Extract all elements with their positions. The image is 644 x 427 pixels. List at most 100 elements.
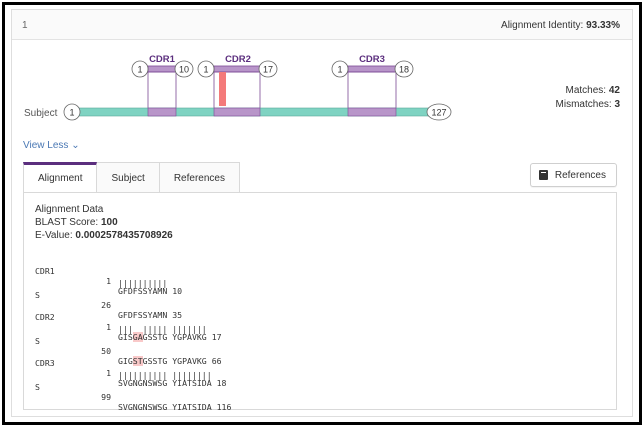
matches-value: 42	[608, 85, 620, 96]
cdr1-end: 10	[179, 65, 189, 75]
query-sequence: GFDFSSYAMN 10	[118, 286, 182, 296]
subject-line: S 26 GFDFSSYAMN 35	[35, 280, 182, 320]
matches-row: Matches: 42	[556, 84, 620, 98]
cdr1-end-bubble	[174, 60, 194, 78]
match-line: ||||||||||	[35, 268, 167, 288]
view-less-label: View Less	[23, 140, 69, 151]
query-end: 10	[172, 286, 183, 296]
cdr2-start-bubble	[197, 60, 215, 78]
blast-score-label: BLAST Score:	[35, 217, 99, 228]
match-markers: |||||||||| ||||||||	[118, 370, 212, 380]
match-markers: ||||||||||	[118, 278, 168, 288]
references-button[interactable]: References	[529, 163, 617, 187]
evalue-label: E-Value:	[35, 230, 73, 241]
subject-line: S 99 SVGNGNSWSG YIATSIDA 116	[35, 372, 231, 412]
tab-references[interactable]: References	[159, 162, 240, 193]
subject-seq-end: 66	[211, 356, 222, 366]
alignment-block-cdr3: CDR3 1 SVGNGNSWSG YIATSIDA 18 ||||||||||…	[35, 348, 231, 412]
cdr3-start-bubble	[331, 60, 349, 78]
tab-subject[interactable]: Subject	[97, 162, 160, 193]
subject-seq-start: 50	[101, 346, 111, 356]
cdr2-mismatch-marker	[219, 72, 226, 106]
subject-seq-start: 99	[101, 392, 111, 402]
cdr3-subject-segment	[347, 107, 397, 117]
references-button-label: References	[554, 169, 606, 181]
seq-pre: SVGNGNSWSG YIATSIDA	[118, 402, 212, 412]
chevron-down-icon: ⌄	[71, 140, 80, 151]
identity-label: Alignment Identity:	[501, 20, 584, 31]
mismatches-row: Mismatches: 3	[556, 98, 620, 112]
query-name: CDR1	[35, 266, 55, 276]
seq-post: GSSTG YGPAVKG	[142, 332, 207, 342]
seq-mismatch: ST	[132, 356, 143, 366]
alignment-block-cdr2: CDR2 1 GISGAGSSTG YGPAVKG 17 ||| ||||| |…	[35, 302, 222, 366]
alignment-meta: Alignment Data BLAST Score: 100 E-Value:…	[35, 203, 173, 242]
alignment-block-cdr1: CDR1 1 GFDFSSYAMN 10 |||||||||| S 26 GFD…	[35, 256, 182, 320]
evalue-value: 0.0002578435708926	[75, 230, 173, 241]
alignment-data-title: Alignment Data	[35, 204, 104, 215]
subject-name: S	[35, 382, 40, 392]
evalue-row: E-Value: 0.0002578435708926	[35, 229, 173, 242]
alignment-tabs: Alignment Subject References	[23, 162, 240, 193]
query-name: CDR2	[35, 312, 55, 322]
query-end: 18	[216, 378, 227, 388]
seq-pre: SVGNGNSWSG YIATSIDA	[118, 378, 212, 388]
subject-seq-end: 116	[216, 402, 232, 412]
query-line: CDR2 1 GISGAGSSTG YGPAVKG 17	[35, 302, 222, 342]
cdr2-end-bubble	[258, 60, 278, 78]
query-end: 17	[211, 332, 222, 342]
blast-score-row: BLAST Score: 100	[35, 216, 173, 229]
alignment-card: 1 Alignment Identity: 93.33% CDR1 1 10 C…	[11, 9, 633, 417]
query-name: CDR3	[35, 358, 55, 368]
subject-sequence: SVGNGNSWSG YIATSIDA 116	[118, 402, 231, 412]
cdr3-end: 18	[399, 65, 409, 75]
subject-end-bubble	[426, 103, 452, 121]
query-start: 1	[106, 368, 111, 378]
match-stats: Matches: 42 Mismatches: 3	[556, 84, 620, 112]
seq-mismatch: GA	[132, 332, 143, 342]
cdr3-top-bar	[347, 65, 397, 73]
sequence-alignments: CDR1 1 GFDFSSYAMN 10 |||||||||| S 26 GFD…	[35, 256, 231, 412]
seq-pre: GFDFSSYAMN	[118, 310, 168, 320]
cdr3-start: 1	[337, 65, 342, 75]
card-header: 1 Alignment Identity: 93.33%	[12, 10, 632, 40]
subject-start: 1	[69, 108, 74, 118]
subject-start-bubble	[63, 103, 81, 121]
identity-value: 93.33%	[586, 20, 620, 31]
query-start: 1	[106, 322, 111, 332]
cdr3-box	[347, 71, 397, 113]
subject-seq-end: 35	[172, 310, 183, 320]
cdr2-label: CDR2	[225, 54, 251, 65]
cdr3-group: CDR3 1 18	[331, 54, 414, 113]
view-less-link[interactable]: View Less ⌄	[23, 140, 80, 151]
mismatches-value: 3	[614, 99, 620, 110]
result-index: 1	[22, 20, 28, 31]
subject-name: S	[35, 336, 40, 346]
subject-name: S	[35, 290, 40, 300]
book-icon	[538, 170, 548, 180]
query-line: CDR3 1 SVGNGNSWSG YIATSIDA 18	[35, 348, 226, 388]
cdr2-group: CDR2 1 17	[197, 54, 278, 113]
seq-pre: GIG	[118, 356, 133, 366]
query-start: 1	[106, 276, 111, 286]
query-sequence: SVGNGNSWSG YIATSIDA 18	[118, 378, 226, 388]
subject-label: Subject	[24, 108, 58, 119]
blast-score-value: 100	[100, 217, 118, 228]
cdr1-group: CDR1 1 10	[131, 54, 194, 113]
cdr2-subject-segment	[213, 107, 261, 117]
subject-sequence: GIGSTGSSTG YGPAVKG 66	[118, 356, 222, 366]
query-sequence: GISGAGSSTG YGPAVKG 17	[118, 332, 222, 342]
tab-alignment[interactable]: Alignment	[23, 162, 98, 193]
cdr1-label: CDR1	[149, 54, 176, 65]
match-line: ||| ||||| |||||||	[35, 314, 207, 334]
alignment-identity: Alignment Identity: 93.33%	[501, 20, 620, 31]
query-line: CDR1 1 GFDFSSYAMN 10	[35, 256, 182, 296]
cdr-alignment-diagram: CDR1 1 10 CDR2 1 17 CDR3	[24, 54, 452, 121]
cdr1-start-bubble	[131, 60, 149, 78]
subject-line: S 50 GIGSTGSSTG YGPAVKG 66	[35, 326, 222, 366]
subject-end: 127	[431, 108, 446, 118]
matches-label: Matches:	[565, 85, 607, 96]
subject-sequence: GFDFSSYAMN 35	[118, 310, 182, 320]
cdr1-top-bar	[147, 65, 177, 73]
